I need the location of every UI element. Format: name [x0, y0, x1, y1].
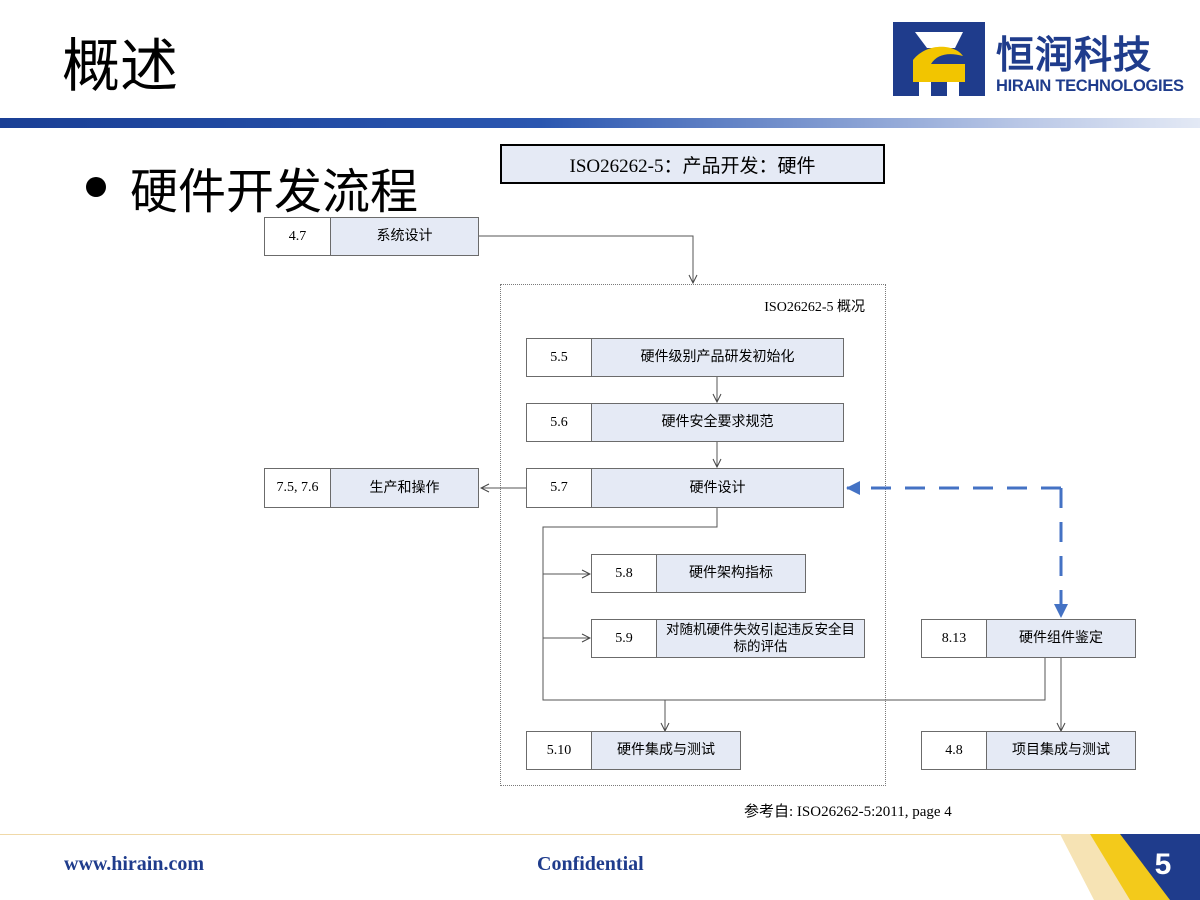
box-label: 生产和操作 [331, 469, 478, 507]
box-num: 5.7 [527, 469, 592, 507]
box-hw-init: 5.5 硬件级别产品研发初始化 [526, 338, 844, 377]
bullet-item: 硬件开发流程 [86, 152, 418, 222]
arrow-system-design-to-frame [479, 235, 693, 283]
bullet-text: 硬件开发流程 [130, 164, 419, 220]
footer-rule [0, 834, 1200, 835]
footer-confidential: Confidential [537, 853, 644, 875]
box-num: 5.5 [527, 339, 592, 376]
page-number: 5 [1154, 848, 1172, 881]
box-num: 5.8 [592, 555, 657, 592]
line-hw-design-loop [542, 508, 1046, 701]
box-label: 硬件架构指标 [657, 555, 805, 592]
box-num: 5.6 [527, 404, 592, 441]
box-label: 硬件组件鉴定 [987, 620, 1135, 657]
footer-corner-decoration-icon [1060, 834, 1200, 900]
box-num: 5.9 [592, 620, 657, 657]
header-rule [0, 118, 1200, 128]
footer-url-link[interactable]: www.hirain.com [64, 853, 204, 875]
box-label: 硬件设计 [592, 469, 843, 507]
box-label: 项目集成与测试 [987, 732, 1135, 769]
box-item-integration: 4.8 项目集成与测试 [921, 731, 1136, 770]
iso-header-box: ISO26262-5：产品开发：硬件 [500, 144, 885, 184]
logo-name-en: HIRAIN TECHNOLOGIES [996, 77, 1184, 95]
logo-name-cn: 恒润科技 [996, 33, 1153, 77]
box-num: 5.10 [527, 732, 592, 769]
bullet-dot-icon [86, 177, 106, 197]
box-hw-design: 5.7 硬件设计 [526, 468, 844, 508]
box-label: 硬件集成与测试 [592, 732, 740, 769]
box-production: 7.5, 7.6 生产和操作 [264, 468, 479, 508]
box-random-failure: 5.9 对随机硬件失效引起违反安全目标的评估 [591, 619, 865, 658]
box-label: 对随机硬件失效引起违反安全目标的评估 [657, 620, 864, 657]
box-hw-integration: 5.10 硬件集成与测试 [526, 731, 741, 770]
box-label: 硬件安全要求规范 [592, 404, 843, 441]
frame-label: ISO26262-5 概况 [764, 300, 865, 315]
box-label: 硬件级别产品研发初始化 [592, 339, 843, 376]
box-system-design: 4.7 系统设计 [264, 217, 479, 256]
box-hw-component-qual: 8.13 硬件组件鉴定 [921, 619, 1136, 658]
iso-overview-frame [500, 284, 886, 786]
reference-note: 参考自: ISO26262-5:2011, page 4 [744, 804, 952, 820]
box-num: 4.7 [265, 218, 331, 255]
box-hw-safety-req: 5.6 硬件安全要求规范 [526, 403, 844, 442]
box-label: 系统设计 [331, 218, 478, 255]
box-num: 7.5, 7.6 [265, 469, 331, 507]
page-title: 概述 [62, 32, 179, 100]
hirain-logo-icon [893, 22, 985, 96]
box-num: 4.8 [922, 732, 987, 769]
box-hw-arch-metrics: 5.8 硬件架构指标 [591, 554, 806, 593]
box-num: 8.13 [922, 620, 987, 657]
